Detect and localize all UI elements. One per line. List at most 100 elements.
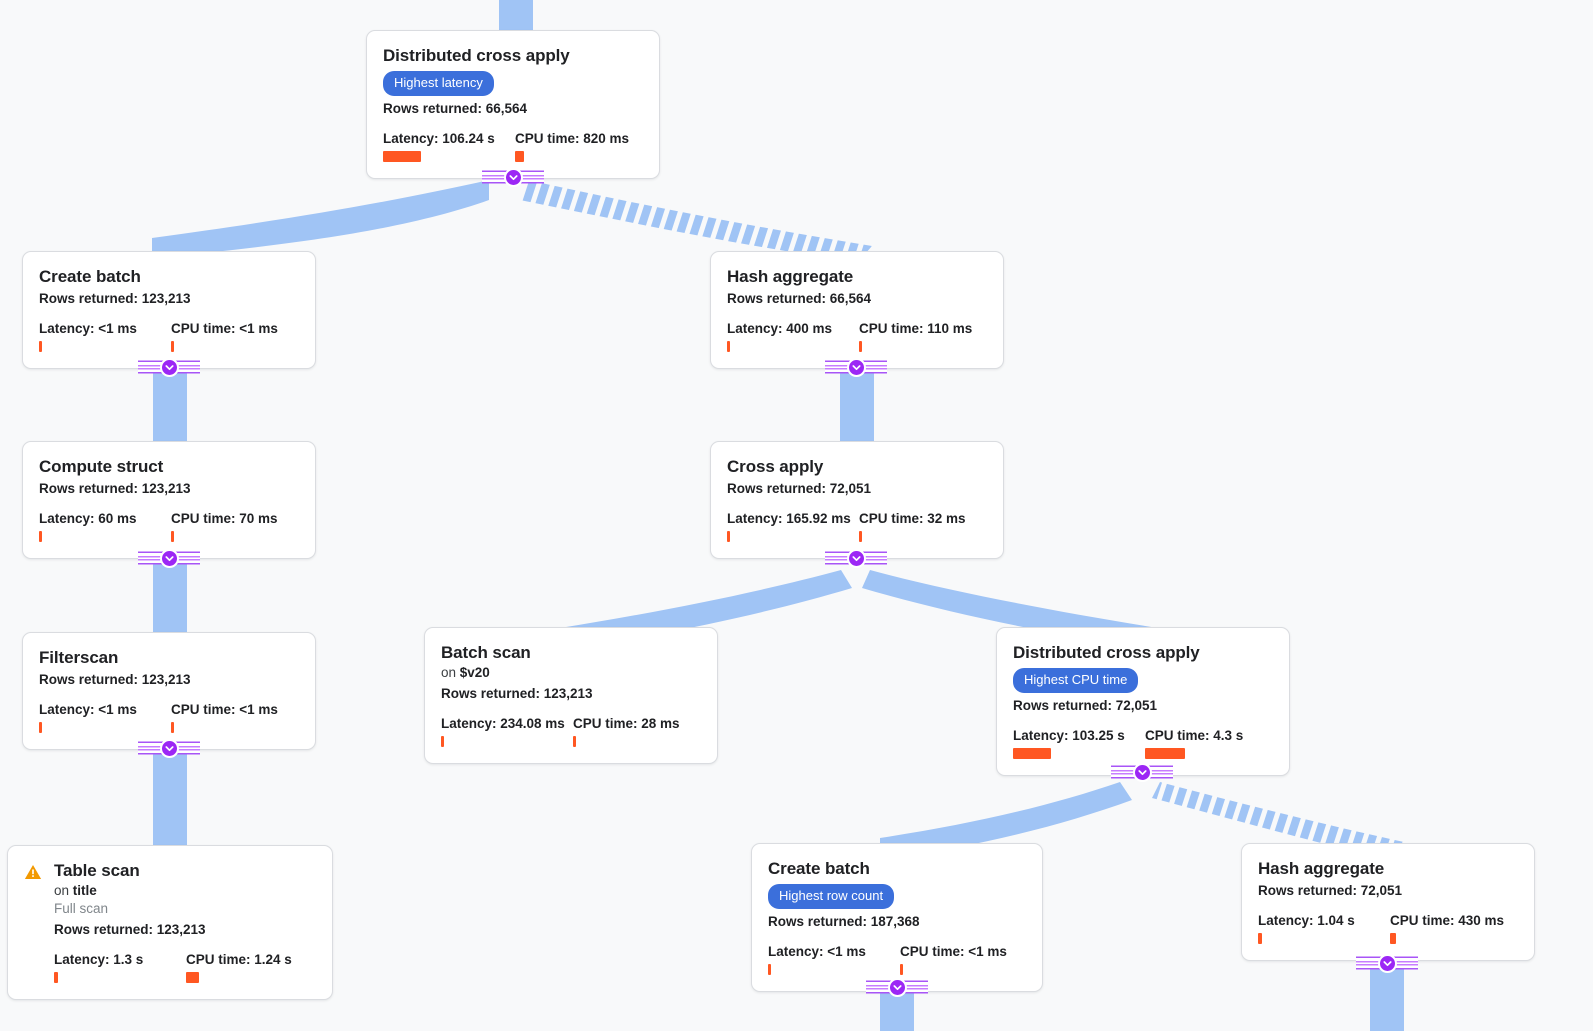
cpu-bar (1390, 933, 1396, 944)
expand-collapse-toggle-create-batch-bottom[interactable] (866, 977, 928, 997)
latency-label: Latency: 400 ms (727, 321, 833, 336)
chevron-down-icon (846, 357, 866, 377)
chevron-down-icon (159, 548, 179, 568)
warning-icon (24, 864, 42, 880)
cpu-bar (573, 736, 576, 747)
subtitle-target: title (72, 883, 97, 898)
latency-metric: Latency: 165.92 ms (727, 511, 859, 542)
latency-bar (727, 341, 730, 352)
cpu-label: CPU time: 28 ms (573, 716, 680, 731)
latency-bar (1013, 748, 1051, 759)
node-distributed-cross-apply-lower[interactable]: Distributed cross apply Highest CPU time… (996, 627, 1290, 776)
node-hash-aggregate-upper[interactable]: Hash aggregate Rows returned: 66,564 Lat… (710, 251, 1004, 369)
expand-collapse-toggle-hash-aggregate-upper[interactable] (825, 357, 887, 377)
edge-hash-aggregate-bottom-outgoing (1370, 968, 1404, 1031)
expand-collapse-toggle-root[interactable] (482, 167, 544, 187)
latency-label: Latency: 1.3 s (54, 952, 144, 967)
rows-returned: Rows returned: 123,213 (39, 672, 191, 687)
expand-collapse-toggle-create-batch-left[interactable] (138, 357, 200, 377)
cpu-bar (1145, 748, 1185, 759)
rows-returned: Rows returned: 66,564 (383, 101, 528, 116)
metrics: Latency: 1.04 s CPU time: 430 ms (1258, 913, 1518, 944)
latency-bar (441, 736, 444, 747)
node-filterscan[interactable]: Filterscan Rows returned: 123,213 Latenc… (22, 632, 316, 750)
cpu-label: CPU time: <1 ms (171, 321, 278, 336)
node-create-batch-left[interactable]: Create batch Rows returned: 123,213 Late… (22, 251, 316, 369)
chevron-down-icon (887, 977, 907, 997)
subtitle-target: $v20 (459, 665, 490, 680)
latency-bar (39, 531, 42, 542)
cpu-label: CPU time: 820 ms (515, 131, 630, 146)
latency-bar (39, 722, 42, 733)
latency-metric: Latency: 1.3 s (54, 952, 186, 983)
cpu-label: CPU time: 70 ms (171, 511, 278, 526)
metrics: Latency: <1 ms CPU time: <1 ms (39, 321, 299, 352)
latency-metric: Latency: 103.25 s (1013, 728, 1145, 759)
latency-metric: Latency: <1 ms (768, 944, 900, 975)
cpu-metric: CPU time: 70 ms (171, 511, 278, 542)
chevron-down-icon (846, 548, 866, 568)
cpu-label: CPU time: 430 ms (1390, 913, 1505, 928)
node-table-scan[interactable]: Table scan on title Full scan Rows retur… (7, 845, 333, 1000)
node-compute-struct[interactable]: Compute struct Rows returned: 123,213 La… (22, 441, 316, 559)
rows-returned: Rows returned: 123,213 (441, 686, 593, 701)
node-hash-aggregate-bottom[interactable]: Hash aggregate Rows returned: 72,051 Lat… (1241, 843, 1535, 961)
node-title: Cross apply (727, 457, 824, 476)
rows-returned: Rows returned: 72,051 (727, 481, 872, 496)
node-create-batch-bottom[interactable]: Create batch Highest row count Rows retu… (751, 843, 1043, 992)
cpu-label: CPU time: 1.24 s (186, 952, 292, 967)
cpu-bar (186, 972, 199, 983)
metrics: Latency: 165.92 ms CPU time: 32 ms (727, 511, 987, 542)
latency-label: Latency: 106.24 s (383, 131, 495, 146)
latency-bar (383, 151, 421, 162)
status-badge: Highest row count (768, 884, 895, 909)
cpu-bar (171, 722, 174, 733)
latency-metric: Latency: 234.08 ms (441, 716, 573, 747)
latency-metric: Latency: 400 ms (727, 321, 859, 352)
node-title: Table scan (54, 861, 140, 880)
latency-bar (1258, 933, 1262, 944)
rows-returned: Rows returned: 123,213 (39, 291, 191, 306)
cpu-label: CPU time: 4.3 s (1145, 728, 1244, 743)
node-title: Hash aggregate (1258, 859, 1385, 878)
latency-label: Latency: <1 ms (768, 944, 866, 959)
chevron-down-icon (159, 357, 179, 377)
rows-returned: Rows returned: 72,051 (1013, 698, 1158, 713)
rows-returned: Rows returned: 123,213 (54, 922, 206, 937)
cpu-label: CPU time: 32 ms (859, 511, 966, 526)
metrics: Latency: 103.25 s CPU time: 4.3 s (1013, 728, 1273, 759)
node-title: Create batch (39, 267, 141, 286)
node-batch-scan[interactable]: Batch scan on $v20 Rows returned: 123,21… (424, 627, 718, 764)
latency-label: Latency: <1 ms (39, 321, 137, 336)
chevron-down-icon (159, 738, 179, 758)
edge-root-to-hash-aggregate (520, 180, 872, 262)
metrics: Latency: 1.3 s CPU time: 1.24 s (54, 952, 316, 983)
cpu-bar (859, 341, 862, 352)
node-subtitle: on $v20 (441, 664, 701, 682)
expand-collapse-toggle-hash-aggregate-bottom[interactable] (1356, 953, 1418, 973)
cpu-metric: CPU time: 32 ms (859, 511, 966, 542)
node-cross-apply[interactable]: Cross apply Rows returned: 72,051 Latenc… (710, 441, 1004, 559)
status-badge: Highest CPU time (1013, 668, 1139, 693)
cpu-metric: CPU time: 28 ms (573, 716, 680, 747)
edge-create-batch-bottom-outgoing (880, 992, 914, 1031)
expand-collapse-toggle-filterscan[interactable] (138, 738, 200, 758)
cpu-label: CPU time: 110 ms (859, 321, 973, 336)
cpu-bar (900, 964, 903, 975)
cpu-metric: CPU time: <1 ms (171, 321, 278, 352)
latency-label: Latency: 234.08 ms (441, 716, 565, 731)
metrics: Latency: 60 ms CPU time: 70 ms (39, 511, 299, 542)
scan-type-note: Full scan (54, 901, 109, 916)
rows-returned: Rows returned: 123,213 (39, 481, 191, 496)
expand-collapse-toggle-cross-apply[interactable] (825, 548, 887, 568)
expand-collapse-toggle-distributed-cross-apply-lower[interactable] (1111, 762, 1173, 782)
cpu-metric: CPU time: 4.3 s (1145, 728, 1243, 759)
chevron-down-icon (1132, 762, 1152, 782)
node-distributed-cross-apply-root[interactable]: Distributed cross apply Highest latency … (366, 30, 660, 179)
latency-label: Latency: 1.04 s (1258, 913, 1355, 928)
expand-collapse-toggle-compute-struct[interactable] (138, 548, 200, 568)
edge-incoming-root (499, 0, 533, 30)
metrics: Latency: 234.08 ms CPU time: 28 ms (441, 716, 701, 747)
latency-bar (54, 972, 58, 983)
